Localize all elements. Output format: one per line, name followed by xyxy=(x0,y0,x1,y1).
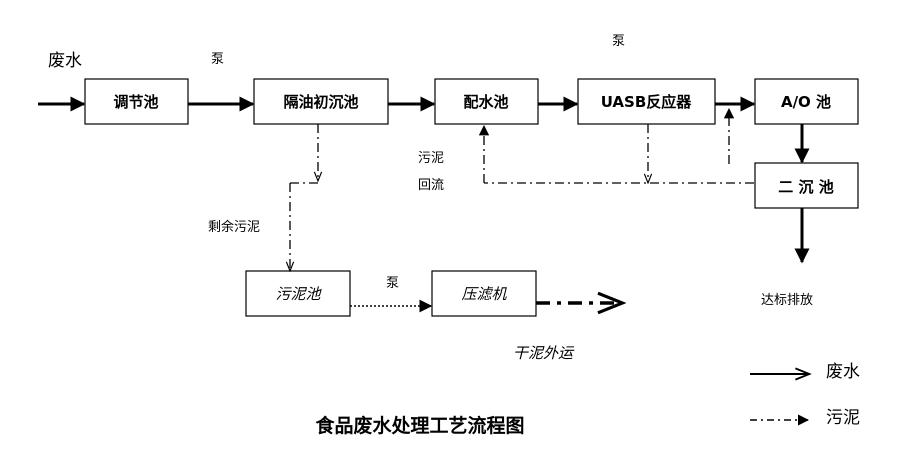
sludge-return-label-1: 污泥 xyxy=(418,151,444,166)
unit-yalvji: 压滤机 xyxy=(431,270,537,317)
pump-label-1: 泵 xyxy=(211,52,224,67)
unit-ao: A/O 池 xyxy=(754,78,859,125)
excess-sludge-label: 剩余污泥 xyxy=(208,219,260,235)
unit-geyou: 隔油初沉池 xyxy=(253,78,389,125)
dry-sludge-label: 干泥外运 xyxy=(513,344,575,362)
legend-sludge-label: 污泥 xyxy=(826,408,860,428)
unit-tiaojie: 调节池 xyxy=(84,78,189,125)
diagram-title: 食品废水处理工艺流程图 xyxy=(315,414,524,437)
legend: 废水 污泥 xyxy=(750,362,860,428)
pump-label-2: 泵 xyxy=(612,34,625,49)
unit-uasb-label: UASB反应器 xyxy=(601,93,693,111)
sludge-return-label-2: 回流 xyxy=(418,178,444,193)
inlet-wastewater-label: 废水 xyxy=(48,51,82,71)
unit-wunichi: 污泥池 xyxy=(245,270,351,317)
unit-ao-label: A/O 池 xyxy=(781,93,831,111)
unit-peishui-label: 配水池 xyxy=(463,93,508,111)
unit-wunichi-label: 污泥池 xyxy=(275,285,322,303)
pump-label-3: 泵 xyxy=(386,276,399,291)
unit-uasb: UASB反应器 xyxy=(577,78,716,125)
discharge-label: 达标排放 xyxy=(761,293,813,308)
unit-erchen: 二 沉 池 xyxy=(754,162,859,209)
unit-yalvji-label: 压滤机 xyxy=(461,285,507,303)
unit-geyou-label: 隔油初沉池 xyxy=(283,93,358,111)
unit-erchen-label: 二 沉 池 xyxy=(778,178,833,196)
unit-peishui: 配水池 xyxy=(434,78,539,125)
legend-water-label: 废水 xyxy=(826,362,860,382)
unit-tiaojie-label: 调节池 xyxy=(113,93,158,111)
